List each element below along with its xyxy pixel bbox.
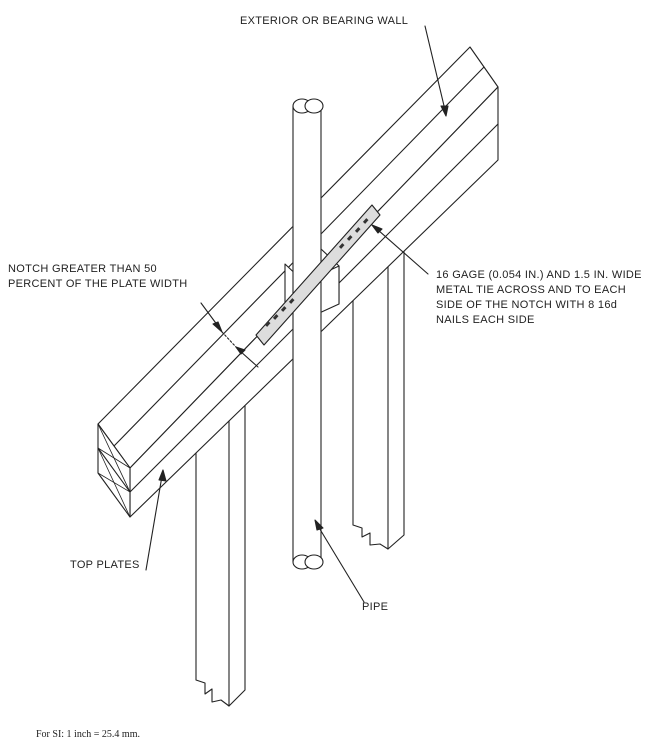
- leader-lines: [145, 25, 449, 603]
- label-pipe: PIPE: [362, 601, 389, 613]
- end-grain-hatch: [97, 423, 131, 518]
- nail-holes: [264, 218, 369, 327]
- si-conversion-note: For SI: 1 inch = 25.4 mm.: [36, 729, 140, 740]
- label-top-plates: TOP PLATES: [70, 559, 140, 571]
- label-notch: NOTCH GREATER THAN 50 PERCENT OF THE PLA…: [8, 263, 188, 290]
- metal-tie: [255, 204, 381, 346]
- label-exterior-wall: EXTERIOR OR BEARING WALL: [240, 15, 409, 27]
- notch-dimension: [200, 302, 259, 368]
- pipe: [292, 98, 324, 570]
- label-metal-tie: 16 GAGE (0.054 IN.) AND 1.5 IN. WIDE MET…: [436, 269, 642, 326]
